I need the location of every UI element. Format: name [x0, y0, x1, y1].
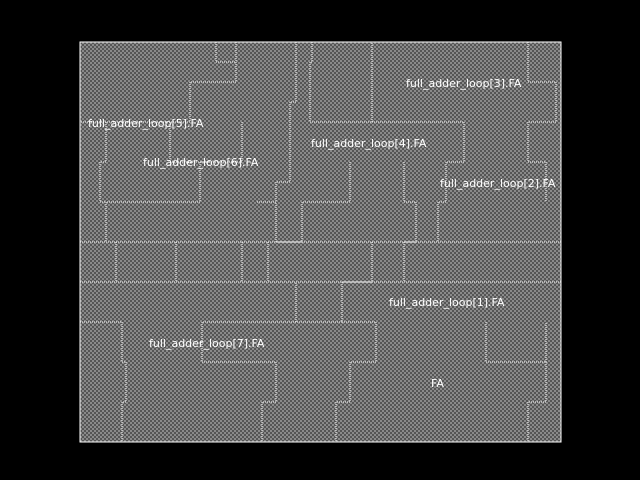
region-boundaries: [80, 42, 561, 442]
instance-label-fa3: full_adder_loop[3].FA: [406, 77, 522, 90]
instance-label-fa6: full_adder_loop[6].FA: [143, 156, 259, 169]
instance-label-fa2: full_adder_loop[2].FA: [440, 177, 556, 190]
instance-label-fa0: FA: [431, 377, 444, 390]
instance-label-fa5: full_adder_loop[5].FA: [88, 117, 204, 130]
instance-label-fa1: full_adder_loop[1].FA: [389, 296, 505, 309]
instance-label-fa4: full_adder_loop[4].FA: [311, 137, 427, 150]
instance-label-fa7: full_adder_loop[7].FA: [149, 337, 265, 350]
